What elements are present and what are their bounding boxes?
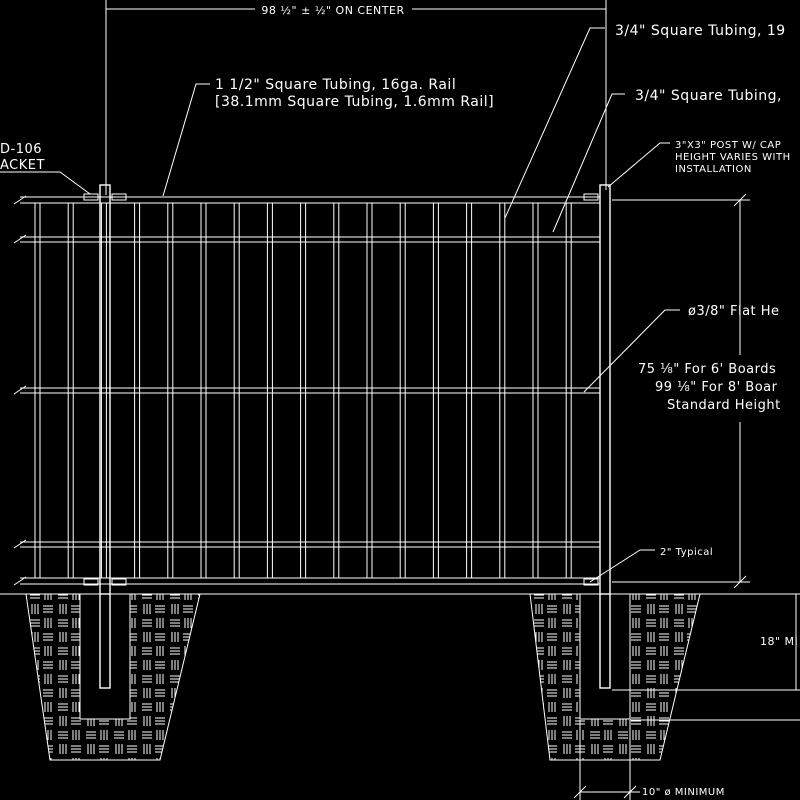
typical-label: 2" Typical xyxy=(660,547,713,558)
height-label-line1: 75 ⅛" For 6' Boards xyxy=(638,362,776,377)
picket xyxy=(100,202,107,579)
picket xyxy=(532,202,539,579)
fence-panel xyxy=(13,195,600,586)
picket xyxy=(366,202,373,579)
picket xyxy=(432,202,439,579)
picket xyxy=(399,202,406,579)
post-label-line1: 3"X3" POST W/ CAP xyxy=(675,140,781,151)
picket xyxy=(266,202,273,579)
picket xyxy=(34,202,41,579)
break-marks xyxy=(13,195,27,586)
post-label-line2: HEIGHT VARIES WITH xyxy=(675,152,791,163)
height-dimension xyxy=(612,193,750,589)
picket xyxy=(466,202,473,579)
embed-depth-label: 18" MI xyxy=(760,635,798,648)
picket xyxy=(565,202,572,579)
embed-depth-dimension xyxy=(612,594,800,721)
lower-rail xyxy=(20,541,600,548)
post-label-line3: INSTALLATION xyxy=(675,164,752,175)
on-center-label: 98 ½" ± ½" ON CENTER xyxy=(261,4,404,17)
bottom-rail xyxy=(20,577,600,585)
picket xyxy=(134,202,141,579)
flat-head-label: ø3/8" Flat He xyxy=(688,304,780,319)
bracket-label-line1: D-106 xyxy=(0,142,42,157)
picket xyxy=(233,202,240,579)
height-label-line3: Standard Height xyxy=(667,398,781,413)
height-label-line2: 99 ⅛" For 8' Boar xyxy=(655,380,778,395)
on-center-dimension: 98 ½" ± ½" ON CENTER xyxy=(105,0,607,195)
bracket-label-line2: ACKET xyxy=(0,158,45,173)
picket xyxy=(333,202,340,579)
rail-spec-label-line2: [38.1mm Square Tubing, 1.6mm Rail] xyxy=(215,94,494,110)
picket xyxy=(167,202,174,579)
right-footing xyxy=(529,593,701,761)
pickets xyxy=(34,202,572,579)
rail-spec-label-line1: 1 1/2" Square Tubing, 16ga. Rail xyxy=(215,77,456,93)
picket xyxy=(300,202,307,579)
picket-spec-label: 3/4" Square Tubing, 19 xyxy=(615,23,786,39)
picket xyxy=(67,202,74,579)
middle-rail xyxy=(20,387,600,394)
footing-diameter-dimension xyxy=(573,720,640,800)
upper-rail xyxy=(20,236,600,243)
footing-diameter-label: 10" ø MINIMUM xyxy=(642,787,725,798)
leaders xyxy=(0,27,680,583)
left-footing xyxy=(25,593,201,761)
picket xyxy=(499,202,506,579)
picket xyxy=(200,202,207,579)
picket-spec-label-2: 3/4" Square Tubing, xyxy=(635,88,782,104)
